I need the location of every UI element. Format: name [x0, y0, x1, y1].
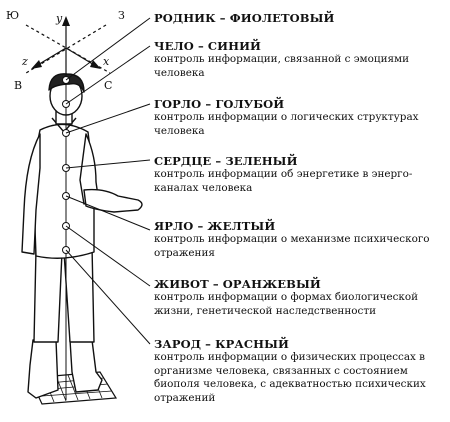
chakra-description: контроль информации об энергетике в энер… [154, 168, 413, 194]
leader-line-chelo [65, 45, 151, 105]
leader-line-zhivot [65, 225, 151, 287]
z-axis-line [35, 47, 67, 67]
x-axis-label: x [103, 55, 110, 68]
right-forearm [83, 188, 143, 213]
z-axis-label: z [22, 55, 28, 68]
chakra-title: РОДНИК – ФИОЛЕТОВЫЙ [154, 11, 335, 25]
left-leg [33, 249, 63, 343]
chakra-points [62, 76, 70, 254]
leader-line-yarlo [65, 195, 151, 231]
y-axis-label: y [56, 12, 63, 25]
chakra-yarlo: ЯРЛО – ЖЕЛТЫЙ контроль информации о меха… [154, 219, 446, 260]
chakra-description: контроль информации о формах биологическ… [154, 291, 419, 317]
z-axis-arrow [31, 60, 42, 69]
compass-diagonal-1 [25, 24, 111, 74]
chakra-title: ГОРЛО – ГОЛУБОЙ [154, 97, 285, 111]
chakra-description: контроль информации о логических структу… [154, 111, 419, 137]
left-arm [21, 133, 41, 255]
direction-south-label: С [104, 79, 113, 92]
chakra-title: ЯРЛО – ЖЕЛТЫЙ [154, 219, 276, 233]
chakra-description: контроль информации, связанной с эмоциям… [154, 53, 410, 79]
right-boot [69, 339, 103, 393]
chakra-title: ЗАРОД – КРАСНЫЙ [154, 337, 289, 351]
leader-line-zarod [65, 249, 151, 345]
chakra-rodnik: РОДНИК – ФИОЛЕТОВЫЙ [154, 11, 446, 25]
leader-line-serdce [65, 159, 151, 169]
direction-west-label: В [14, 79, 23, 92]
human-figure [21, 73, 143, 399]
chakra-description: контроль информации о механизме психичес… [154, 233, 430, 259]
chakra-title: ЖИВОТ – ОРАНЖЕВЫЙ [154, 277, 321, 291]
chakra-chelo: ЧЕЛО – СИНИЙ контроль информации, связан… [154, 39, 446, 80]
chakra-title: СЕРДЦЕ – ЗЕЛЕНЫЙ [154, 154, 298, 168]
chakra-gorlo: ГОРЛО – ГОЛУБОЙ контроль информации о ло… [154, 97, 446, 138]
direction-north-label: Ю [6, 9, 20, 22]
chakra-description: контроль информации о физических процесс… [154, 351, 426, 404]
left-boot [27, 339, 59, 399]
x-axis-line [65, 47, 97, 67]
chakra-zhivot: ЖИВОТ – ОРАНЖЕВЫЙ контроль информации о … [154, 277, 446, 318]
direction-east-label: З [118, 9, 125, 22]
chakra-zarod: ЗАРОД – КРАСНЫЙ контроль информации о фи… [154, 337, 446, 405]
right-leg [63, 245, 95, 343]
leader-line-gorlo [65, 103, 151, 134]
leader-lines [65, 17, 151, 345]
chakra-title: ЧЕЛО – СИНИЙ [154, 39, 262, 53]
leader-line-rodnik [65, 17, 151, 81]
chakra-serdce: СЕРДЦЕ – ЗЕЛЕНЫЙ контроль информации об … [154, 154, 446, 195]
